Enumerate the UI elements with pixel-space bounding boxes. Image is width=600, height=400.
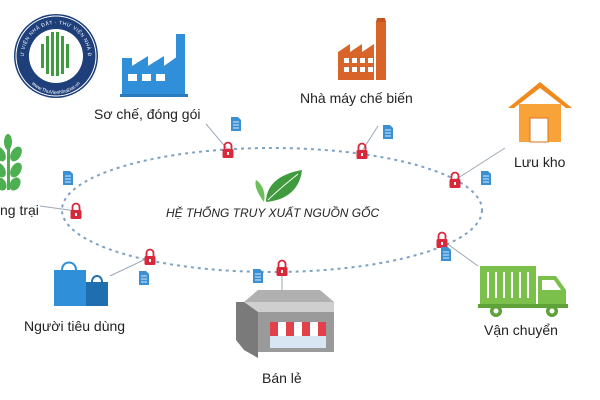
document-icon [63, 171, 73, 185]
watermark-seal: THƯ VIỆN NHÀ ĐẤT · THƯ VIỆN NHÀ ĐẤT www.… [0, 0, 98, 98]
document-icon [441, 247, 451, 261]
node-label-packing: Sơ chế, đóng gói [94, 106, 201, 122]
center-title: HỆ THỐNG TRUY XUẤT NGUỒN GỐC [166, 206, 380, 220]
node-label-processing: Nhà máy chế biến [300, 90, 413, 106]
document-icon [383, 125, 393, 139]
node-label-transport: Vận chuyển [484, 322, 558, 338]
padlock-icon [222, 141, 234, 158]
padlock-icon [276, 259, 288, 276]
truck-icon [478, 266, 568, 317]
node-label-retail: Bán lẻ [262, 370, 302, 386]
connector-transport [441, 239, 479, 267]
document-icon [481, 171, 491, 185]
padlock-icon [356, 142, 368, 159]
document-icon [231, 117, 241, 131]
document-icon [253, 269, 263, 283]
padlock-icon [436, 231, 448, 248]
traceability-ring [61, 147, 483, 273]
factory-icon-processing [338, 18, 386, 80]
document-icon [139, 271, 149, 285]
leaf-logo-icon [255, 170, 302, 202]
node-label-farm: ng trại [0, 202, 39, 218]
connector-consumer [109, 256, 151, 277]
node-label-storage: Lưu kho [514, 154, 566, 170]
connector-storage [454, 147, 506, 181]
shopping-bag-icon [54, 261, 108, 306]
shop-icon [236, 290, 334, 358]
padlock-icon [449, 171, 461, 188]
house-icon [508, 82, 572, 143]
padlock-icon [144, 248, 156, 265]
padlock-icon [70, 202, 82, 219]
connector-processing [361, 125, 379, 152]
connector-farm [39, 205, 77, 212]
node-label-consumer: Người tiêu dùng [24, 318, 126, 334]
wheat-icon [0, 134, 22, 191]
factory-icon-packing [120, 34, 188, 97]
